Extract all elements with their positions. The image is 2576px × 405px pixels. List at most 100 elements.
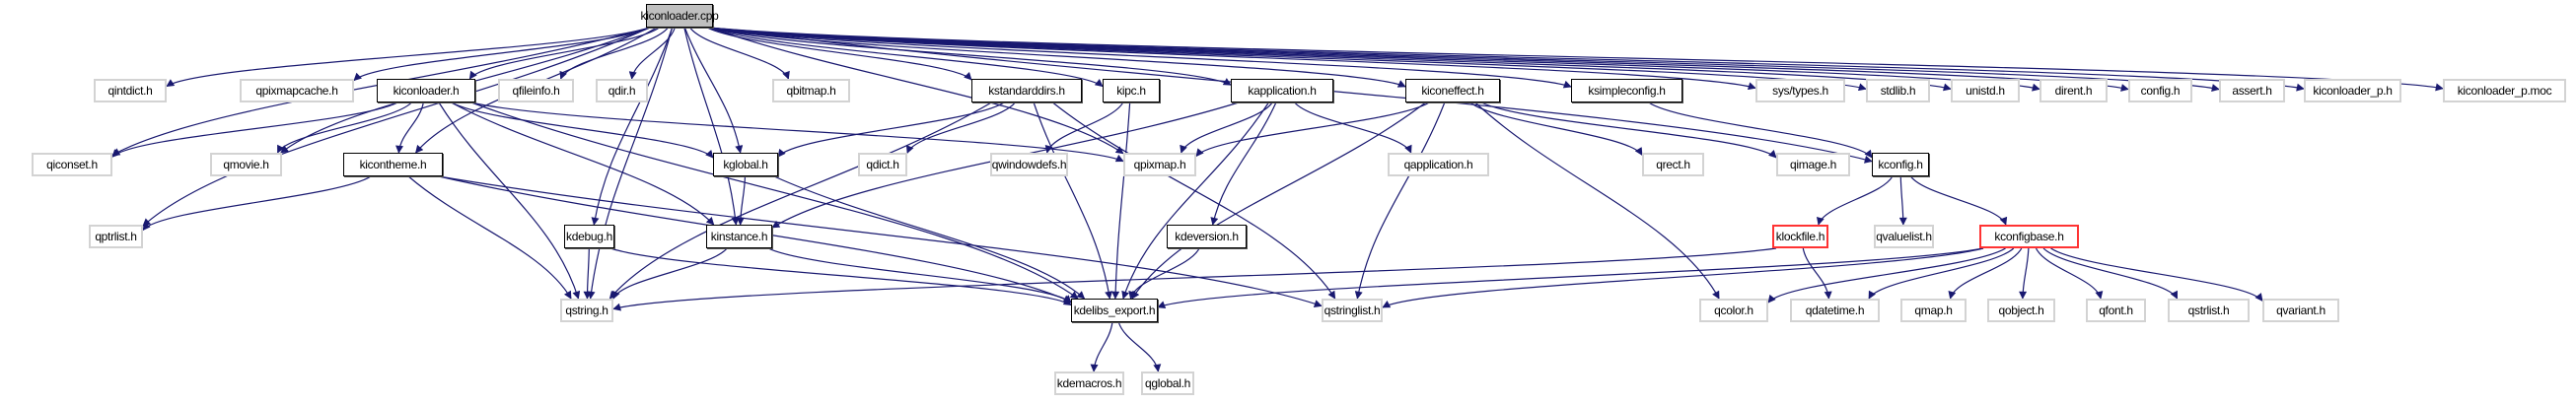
node-label: qstring.h [565, 304, 608, 317]
node-kconfigbase-h[interactable]: kconfigbase.h [1979, 225, 2079, 248]
node-label: qiconset.h [46, 158, 98, 171]
node-kiconloader-p-moc[interactable]: kiconloader_p.moc [2443, 79, 2566, 102]
node-label: qdir.h [608, 84, 636, 98]
node-assert-h[interactable]: assert.h [2219, 79, 2285, 102]
edge-kiconloader-h-to-qmovie-h [276, 101, 412, 154]
edge-kiconloader-cpp-to-qbitmap-h [689, 27, 790, 80]
node-qobject-h[interactable]: qobject.h [1987, 299, 2055, 322]
edge-kstandarddirs-h-to-kdelibs-export-h [1033, 101, 1113, 300]
node-label: qptrlist.h [95, 230, 137, 243]
node-kiconloader-h[interactable]: kiconloader.h [377, 79, 475, 102]
edge-kinstance-h-to-qstring-h [612, 247, 728, 300]
node-label: klockfile.h [1775, 230, 1825, 243]
node-dirent-h[interactable]: dirent.h [2039, 79, 2108, 102]
node-qdict-h[interactable]: qdict.h [858, 153, 907, 176]
edge-kiconloader-cpp-to-qintdict-h [166, 27, 651, 88]
node-kiconloader-cpp[interactable]: kiconloader.cpp [641, 4, 719, 28]
node-stdlib-h[interactable]: stdlib.h [1866, 79, 1930, 102]
node-qvaluelist-h[interactable]: qvaluelist.h [1874, 225, 1934, 248]
node-qpixmap-h[interactable]: qpixmap.h [1123, 153, 1196, 176]
node-kdeversion-h[interactable]: kdeversion.h [1167, 225, 1247, 248]
node-qiconset-h[interactable]: qiconset.h [32, 153, 112, 176]
node-config-h[interactable]: config.h [2128, 79, 2192, 102]
node-kdemacros-h[interactable]: kdemacros.h [1054, 371, 1124, 395]
node-kstandarddirs-h[interactable]: kstandarddirs.h [971, 79, 1082, 102]
node-qcolor-h[interactable]: qcolor.h [1699, 299, 1768, 322]
edge-kstandarddirs-h-to-qstring-h [608, 101, 992, 300]
node-label: dirent.h [2054, 84, 2093, 98]
node-qptrlist-h[interactable]: qptrlist.h [89, 225, 143, 248]
edge-kiconloader-cpp-to-kiconloader-p-h [708, 27, 2305, 92]
node-kconfig-h[interactable]: kconfig.h [1872, 153, 1929, 176]
node-label: kstandarddirs.h [988, 84, 1065, 98]
edge-ksimpleconfig-h-to-kconfig-h [1648, 101, 1873, 159]
node-kapplication-h[interactable]: kapplication.h [1231, 79, 1333, 102]
edge-kapplication-h-to-kdeversion-h [1210, 101, 1277, 226]
node-qapplication-h[interactable]: qapplication.h [1388, 153, 1489, 176]
node-qdatetime-h[interactable]: qdatetime.h [1790, 299, 1880, 322]
node-sys-types-h[interactable]: sys/types.h [1755, 79, 1845, 102]
edge-kiconloader-h-to-qiconset-h [111, 101, 398, 158]
node-label: qrect.h [1656, 158, 1690, 171]
node-label: kiconloader.cpp [640, 9, 719, 23]
edge-kiconloader-cpp-to-kiconloader-p-moc [708, 27, 2444, 92]
node-qimage-h[interactable]: qimage.h [1776, 153, 1850, 176]
node-qpixmapcache-h[interactable]: qpixmapcache.h [240, 79, 354, 102]
edge-kipc-h-to-qwindowdefs-h [1044, 101, 1124, 154]
node-qglobal-h[interactable]: qglobal.h [1141, 371, 1194, 395]
edge-kiconloader-cpp-to-qpixmapcache-h [353, 27, 651, 82]
edge-kdebug-h-to-qstring-h [583, 247, 592, 300]
node-ksimpleconfig-h[interactable]: ksimpleconfig.h [1571, 79, 1682, 102]
node-label: qdict.h [866, 158, 899, 171]
node-klockfile-h[interactable]: klockfile.h [1772, 225, 1828, 248]
edge-kiconloader-h-to-qpixmap-h [470, 101, 1124, 163]
node-label: kdelibs_export.h [1073, 304, 1156, 317]
edge-klockfile-h-to-qstring-h [612, 247, 1777, 311]
edge-kiconloader-cpp-to-kipc-h [708, 27, 1104, 88]
edge-kdebug-h-to-kdelibs-export-h [609, 247, 1072, 306]
edge-kstandarddirs-h-to-kglobal-h [777, 101, 1005, 158]
edge-kdelibs-export-h-to-kdemacros-h [1090, 321, 1113, 372]
node-kinstance-h[interactable]: kinstance.h [706, 225, 772, 248]
node-kglobal-h[interactable]: kglobal.h [713, 153, 778, 176]
node-label: qstringlist.h [1324, 304, 1381, 317]
edge-kapplication-h-to-qapplication-h [1294, 101, 1412, 154]
node-kicontheme-h[interactable]: kicontheme.h [343, 153, 443, 176]
node-qstring-h[interactable]: qstring.h [560, 299, 613, 322]
node-kdebug-h[interactable]: kdebug.h [564, 225, 614, 248]
node-qbitmap-h[interactable]: qbitmap.h [772, 79, 850, 102]
edge-kapplication-h-to-kinstance-h [771, 101, 1240, 229]
node-label: kipc.h [1116, 84, 1146, 98]
edge-kiconloader-h-to-kinstance-h [451, 101, 715, 226]
node-qfileinfo-h[interactable]: qfileinfo.h [498, 79, 574, 102]
node-qmovie-h[interactable]: qmovie.h [210, 153, 282, 176]
node-kipc-h[interactable]: kipc.h [1103, 79, 1160, 102]
node-kiconeffect-h[interactable]: kiconeffect.h [1405, 79, 1500, 102]
node-kiconloader-p-h[interactable]: kiconloader_p.h [2304, 79, 2401, 102]
node-unistd-h[interactable]: unistd.h [1951, 79, 2020, 102]
edge-kconfig-h-to-klockfile-h [1817, 175, 1894, 226]
node-label: qobject.h [1998, 304, 2044, 317]
node-qstringlist-h[interactable]: qstringlist.h [1322, 299, 1383, 322]
edge-kconfigbase-h-to-qfont-h [2035, 247, 2104, 300]
node-qrect-h[interactable]: qrect.h [1642, 153, 1704, 176]
node-kdelibs-export-h[interactable]: kdelibs_export.h [1071, 299, 1158, 322]
node-label: assert.h [2232, 84, 2272, 98]
node-label: qpixmap.h [1133, 158, 1186, 171]
node-qmap-h[interactable]: qmap.h [1900, 299, 1967, 322]
node-qdir-h[interactable]: qdir.h [596, 79, 648, 102]
node-label: qglobal.h [1144, 376, 1190, 390]
node-label: kapplication.h [1248, 84, 1317, 98]
edge-kiconloader-cpp-to-qstring-h [587, 27, 674, 300]
node-qwindowdefs-h[interactable]: qwindowdefs.h [990, 153, 1068, 176]
node-qstrlist-h[interactable]: qstrlist.h [2168, 299, 2250, 322]
node-qintdict-h[interactable]: qintdict.h [94, 79, 167, 102]
node-label: config.h [2140, 84, 2181, 98]
edge-kiconeffect-h-to-qpixmap-h [1195, 101, 1430, 158]
edge-kiconloader-cpp-to-ksimpleconfig-h [708, 27, 1572, 89]
node-qfont-h[interactable]: qfont.h [2086, 299, 2146, 322]
node-label: kconfigbase.h [1994, 230, 2064, 243]
node-qvariant-h[interactable]: qvariant.h [2262, 299, 2339, 322]
node-label: kdemacros.h [1056, 376, 1122, 390]
